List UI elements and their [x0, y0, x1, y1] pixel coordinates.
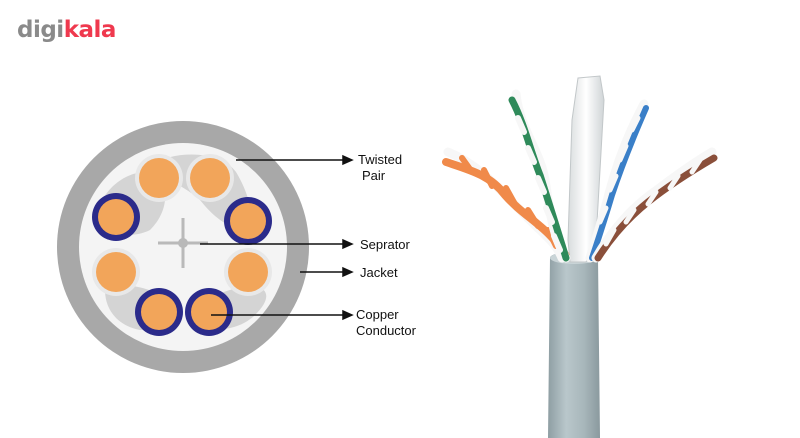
- label-twisted-pair-line2: Pair: [362, 168, 386, 183]
- conductor-8: [185, 288, 233, 336]
- logo-text-kala: kala: [63, 17, 117, 43]
- label-copper-line1: Copper: [356, 307, 399, 322]
- wire-pair-orange: [442, 147, 570, 263]
- label-twisted-pair: Twisted Pair: [358, 152, 402, 184]
- conductor-6: [224, 248, 272, 296]
- cable-sheath: [548, 252, 600, 438]
- digikala-logo: digikala: [17, 15, 116, 45]
- label-copper-line2: Conductor: [356, 323, 416, 338]
- conductor-7: [135, 288, 183, 336]
- separator-cross: [158, 218, 208, 268]
- wire-pair-blue: [585, 99, 649, 263]
- cable-photo: [442, 75, 718, 438]
- conductor-4: [224, 197, 272, 245]
- leader-lines: [200, 154, 354, 321]
- logo-text-digi: digi: [17, 17, 64, 43]
- wire-pair-brown: [591, 147, 718, 263]
- cable-cross-section: [57, 121, 354, 373]
- conductor-2: [186, 154, 234, 202]
- conductor-1: [135, 154, 183, 202]
- label-twisted-pair-line1: Twisted: [358, 152, 403, 167]
- label-copper-conductor: Copper Conductor: [356, 307, 416, 339]
- conductor-5: [92, 248, 140, 296]
- wire-pair-green: [508, 89, 571, 263]
- cable-spine: [567, 75, 605, 263]
- label-separator: Seprator: [360, 237, 410, 252]
- label-jacket: Jacket: [360, 265, 398, 280]
- conductor-3: [92, 193, 140, 241]
